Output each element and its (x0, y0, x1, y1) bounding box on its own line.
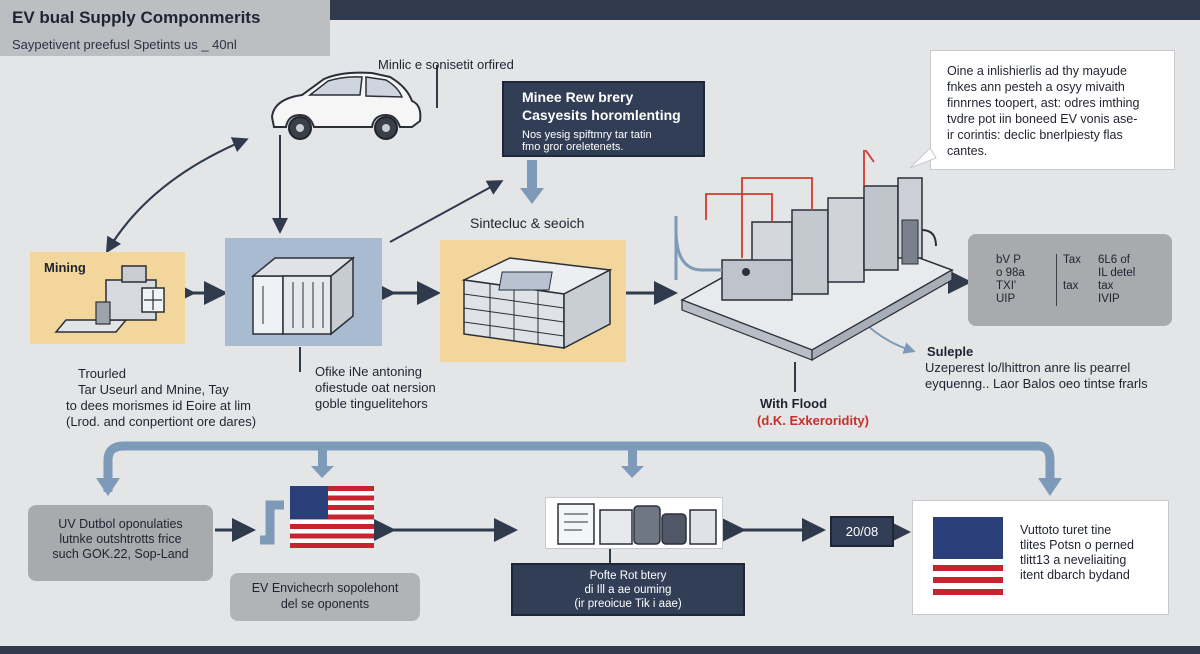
server-panel (225, 238, 382, 346)
with-flood-title: With Flood (760, 396, 828, 411)
page-subtitle: Saypetivent preefusl Spetints us _ 40nl (12, 37, 237, 52)
trourled-line: to dees morismes id Eoire at lim (66, 398, 251, 413)
spec-cell: IL detel (1098, 267, 1136, 279)
info-box-bottom: Pofte Rot btery di Ill a ae ouming (ir p… (511, 563, 745, 616)
us-flag-icon (933, 517, 1003, 597)
arrow-head (311, 466, 334, 478)
ofike-line: Ofike iNe antoning (315, 364, 422, 379)
spec-cell: Tax (1063, 254, 1081, 266)
suleple-title: Suleple (927, 344, 974, 359)
callout-line: Oine a inlishierlis ad thy mayude (947, 64, 1127, 78)
ofike-line: goble tinguelitehors (315, 396, 428, 411)
spec-cell (1063, 267, 1081, 280)
mining-panel: Mining (30, 252, 185, 344)
title-block: EV bual Supply Componmerits Saypetivent … (0, 0, 330, 56)
us-flag-icon (290, 486, 374, 548)
suleple-line: Uzeperest lo/lhittron anre lis pearrel (925, 360, 1131, 375)
ev-line: del se oponents (280, 597, 370, 611)
info-body-1: Nos yesig spiftmry tar tatin (522, 129, 652, 141)
info-bottom-line: di Ill a ae ouming (584, 584, 672, 596)
trourled-line: Tar Useurl and Mnine, Tay (78, 382, 229, 397)
trourled-title: Trourled (78, 366, 126, 381)
callout-line: tvdre pot iin boneed EV vonis ase- (947, 112, 1138, 126)
bottom-left-box: UV Dutbol oponulaties lutnke outshtrotts… (28, 505, 213, 581)
bottom-bar (0, 646, 1200, 654)
callout-line: fnkes ann pesteh a osyy mivaith (947, 80, 1125, 94)
right-info-line: tlitt13 a neveliaiting (1020, 553, 1127, 567)
connector-arrow (105, 139, 246, 254)
page-title: EV bual Supply Componmerits (12, 8, 261, 27)
battery-stack-icon (461, 257, 613, 350)
right-info-line: Vuttoto turet tine (1020, 523, 1112, 537)
spec-cell: TXI' (996, 280, 1017, 292)
trourled-text: Tar Useurl and Mnine, Tay to dees morism… (66, 382, 256, 430)
battery-assembly-machine-icon (674, 150, 954, 362)
ev-box: EV Envichecrh sopolehont del se oponents (230, 573, 420, 621)
spec-cell: IVIP (1098, 293, 1120, 305)
ofike-text: Ofike iNe antoning ofiestude oat nersion… (315, 364, 436, 412)
battery-panel (440, 240, 626, 362)
info-bottom-line: Pofte Rot btery (589, 570, 667, 582)
suleple-line: eyquenng.. Laor Balos oeo tintse frarls (925, 376, 1148, 391)
car-icon (270, 71, 422, 140)
arrow-head (520, 188, 544, 204)
spec-cell: o 98a (996, 267, 1025, 279)
right-info-line: tlites Potsn o perned (1020, 538, 1134, 552)
battery-stack-label: Sintecluc & seoich (470, 215, 585, 231)
spec-cell: UIP (996, 293, 1016, 305)
spec-column-2: Tax tax (1056, 254, 1081, 306)
suleple-text: Uzeperest lo/lhittron anre lis pearrel e… (925, 360, 1148, 392)
info-heading-1: Minee Rew brery (522, 89, 634, 105)
with-flood-subtitle: (d.K. Exkeroridity) (757, 413, 869, 428)
callout-box: Oine a inlishierlis ad thy mayude fnkes … (930, 50, 1175, 170)
right-info-text: Vuttoto turet tine tlites Potsn o perned… (1020, 523, 1134, 583)
connector-block (318, 446, 327, 468)
server-rack-icon (250, 256, 356, 336)
callout-tail (909, 148, 937, 169)
spec-cell: 6L6 of (1098, 254, 1130, 266)
connector-block (527, 160, 537, 188)
info-body-2: fmo gror oreletenets. (522, 141, 624, 153)
ev-line: EV Envichecrh sopolehont (251, 581, 399, 595)
spec-cell: bV P (996, 254, 1021, 266)
info-heading-2: Casyesits horomlenting (522, 107, 681, 123)
bottom-left-line: UV Dutbol oponulaties (58, 517, 183, 531)
bottom-left-line: such GOK.22, Sop-Land (52, 547, 189, 561)
callout-line: finnrnes toopert, ast: odres imthing (947, 96, 1140, 110)
info-box-top: Minee Rew brery Casyesits horomlenting N… (502, 81, 705, 157)
documents-icon (557, 503, 717, 545)
spec-table: bV P o 98a TXI' UIP Tax tax 6L6 of IL de… (968, 234, 1172, 326)
mining-machine-icon (54, 265, 165, 333)
date-badge: 20/08 (830, 516, 894, 547)
arrow-head (621, 466, 644, 478)
arrow-head (96, 478, 120, 496)
flow-band (103, 441, 1055, 492)
connector-band (260, 500, 284, 545)
mining-label: Mining (44, 260, 86, 275)
spec-column-1: bV P o 98a TXI' UIP (996, 254, 1025, 306)
right-info-line: itent dbarch bydand (1020, 568, 1130, 582)
callout-line: cantes. (947, 144, 988, 158)
spec-cell: tax (1098, 280, 1114, 292)
documents-panel (545, 497, 723, 549)
arrow-head (1038, 478, 1062, 496)
trourled-line: (Lrod. and conpertiont ore dares) (66, 414, 257, 429)
connector-block (628, 446, 637, 468)
connector-arrow (107, 137, 249, 251)
connector-arrow (389, 180, 504, 243)
spec-cell: tax (1063, 280, 1079, 292)
right-info-box: Vuttoto turet tine tlites Potsn o perned… (912, 500, 1169, 615)
ofike-line: ofiestude oat nersion (315, 380, 436, 395)
bottom-left-line: lutnke outshtrotts frice (59, 532, 182, 546)
spec-column-3: 6L6 of IL detel tax IVIP (1098, 254, 1135, 306)
info-bottom-line: (ir preoicue Tik i aae) (574, 598, 682, 610)
top-note: Minlic e sonisetit orfired (378, 57, 514, 72)
spec-cell (1063, 293, 1081, 306)
callout-line: ir corintis: declic bnerlpiesty flas (947, 128, 1123, 142)
